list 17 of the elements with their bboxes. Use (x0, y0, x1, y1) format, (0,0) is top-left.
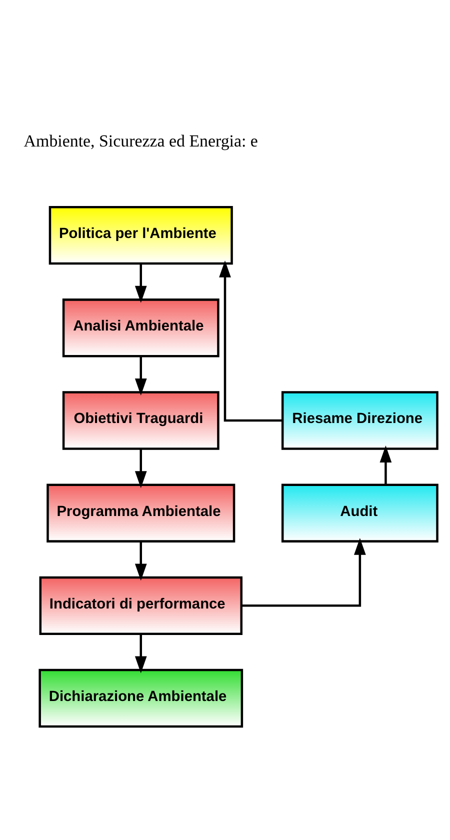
arrow (134, 356, 147, 395)
arrow (134, 633, 147, 673)
node-box: Programma Ambientale (46, 483, 236, 542)
node-box: Obiettivi Traguardi (62, 390, 220, 450)
node-box: Audit (281, 483, 438, 542)
arrow (134, 263, 147, 302)
node-box: Analisi Ambientale (62, 298, 220, 357)
node-box: Dichiarazione Ambientale (38, 668, 244, 728)
arrow (134, 540, 147, 580)
node-box: Politica per l'Ambiente (48, 205, 233, 264)
arrow (241, 537, 366, 606)
label: Ambiente, Sicurezza ed Energia: e (24, 131, 258, 150)
arrow (219, 260, 282, 422)
node-box: Riesame Direzione (281, 390, 438, 450)
arrow (380, 445, 392, 484)
node-box: Indicatori di performance (39, 576, 242, 635)
arrow (134, 448, 147, 488)
